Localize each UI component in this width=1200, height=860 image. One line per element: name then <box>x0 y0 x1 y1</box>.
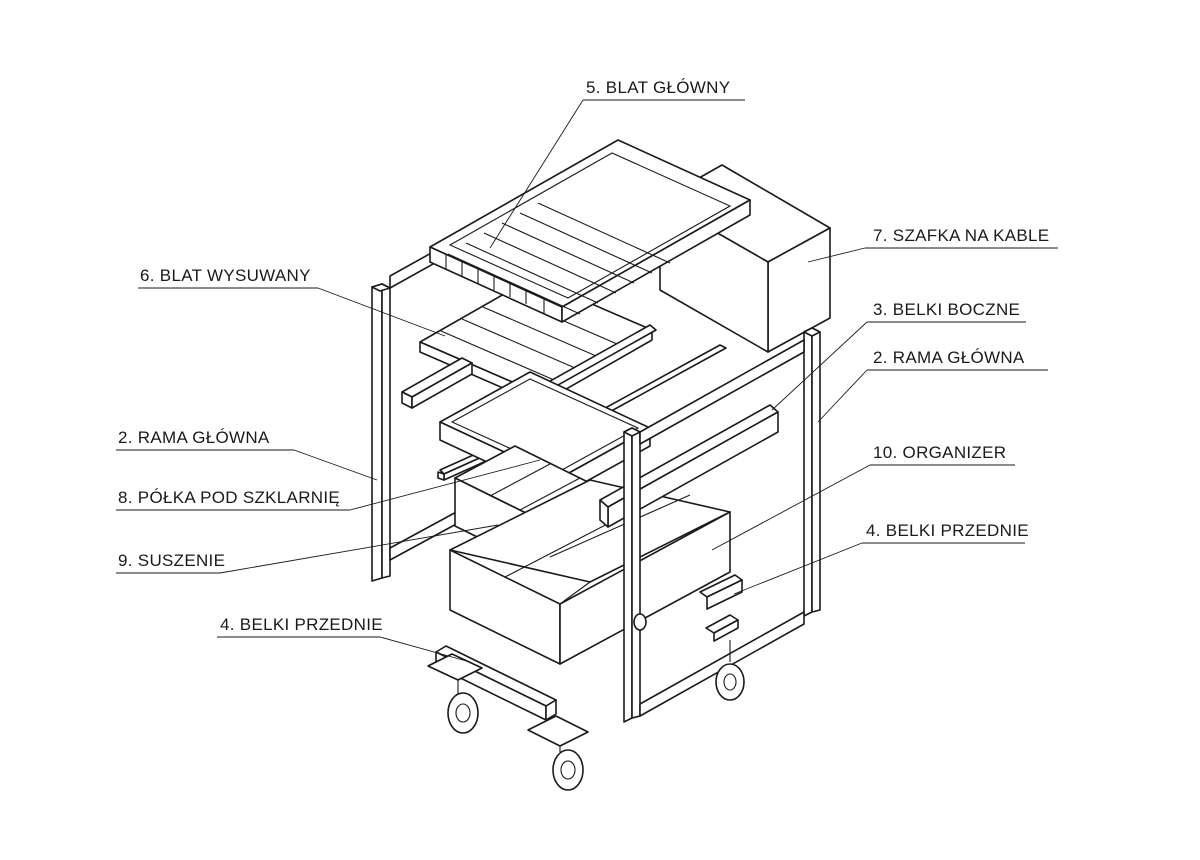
label-main-frame-left: 2. RAMA GŁÓWNA <box>118 428 270 447</box>
organizer-drawer <box>449 479 731 665</box>
label-front-beams-right: 4. BELKI PRZEDNIE <box>866 521 1029 540</box>
front-beam-assembly <box>427 645 589 791</box>
label-greenhouse-shelf: 8. PÓŁKA POD SZKLARNIĘ <box>118 488 341 507</box>
label-main-frame-right: 2. RAMA GŁÓWNA <box>873 348 1025 367</box>
side-beam-right <box>599 404 779 528</box>
label-cable-cabinet: 7. SZAFKA NA KABLE <box>873 226 1050 245</box>
label-side-beams: 3. BELKI BOCZNE <box>873 300 1021 319</box>
label-main-top: 5. BLAT GŁÓWNY <box>586 78 731 97</box>
label-drying: 9. SUSZENIE <box>118 551 226 570</box>
main-frame-left <box>371 236 461 582</box>
right-casters <box>633 612 745 701</box>
label-front-beams-left: 4. BELKI PRZEDNIE <box>220 615 383 634</box>
leader-lines <box>116 99 1058 663</box>
side-beam-left <box>401 357 473 409</box>
main-top <box>429 139 751 323</box>
label-organizer: 10. ORGANIZER <box>873 443 1007 462</box>
label-pull-out-top: 6. BLAT WYSUWANY <box>140 266 311 285</box>
main-frame-right <box>623 327 821 723</box>
